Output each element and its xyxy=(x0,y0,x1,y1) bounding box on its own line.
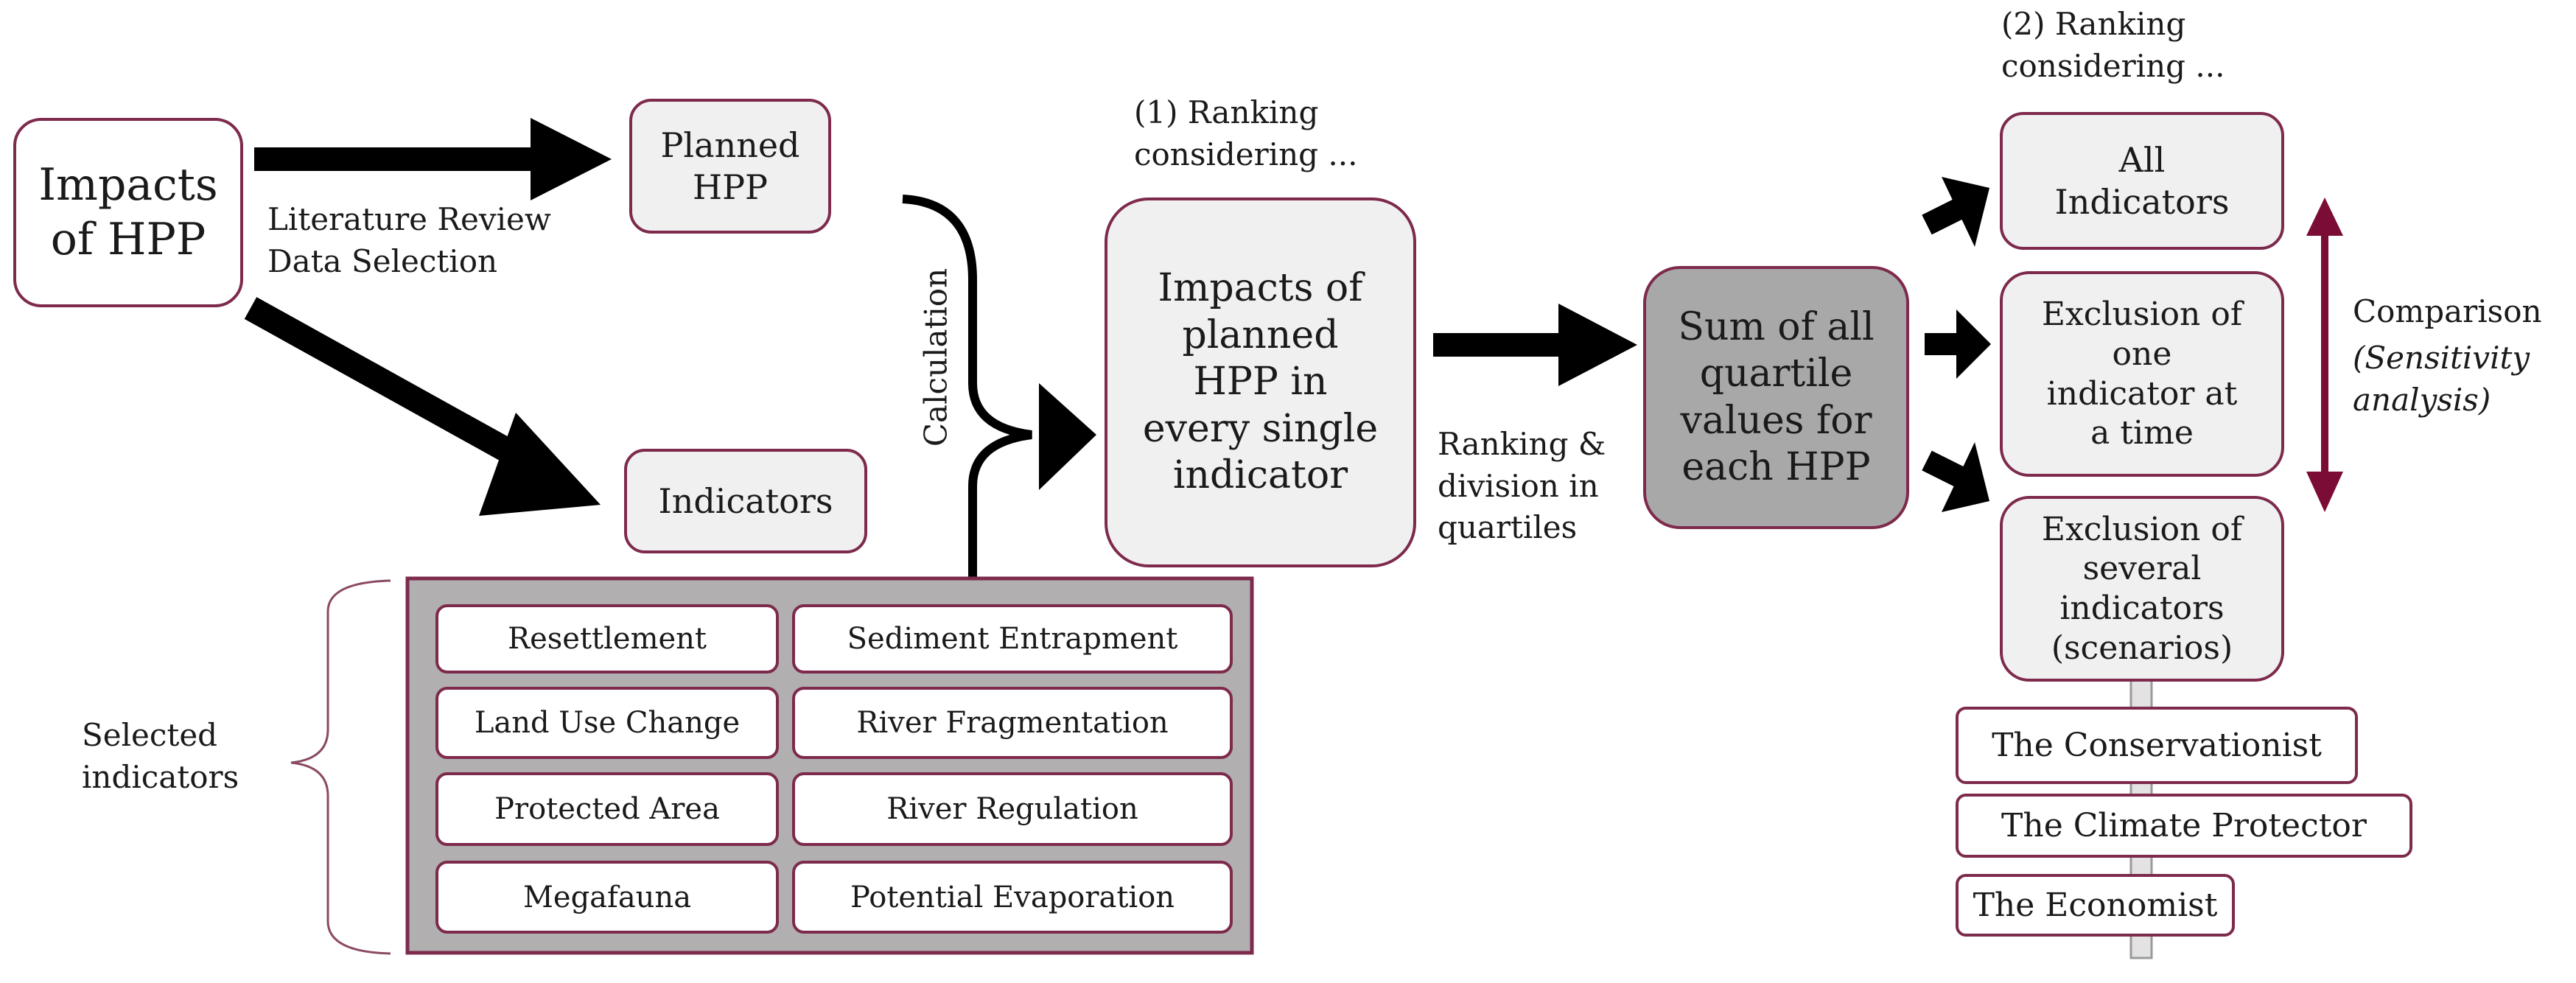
node-indicators: Indicators xyxy=(624,449,867,553)
indicator-potential-evaporation: Potential Evaporation xyxy=(792,861,1233,934)
label-ranking-2: (2) Ranking considering ... xyxy=(2001,6,2225,84)
arrow-to-exclusion-one xyxy=(1925,309,1991,379)
indicator-river-regulation: River Regulation xyxy=(792,772,1233,846)
node-exclusion-one: Exclusion of one indicator at a time xyxy=(2000,271,2284,477)
arrow-to-impacts-planned xyxy=(1039,383,1096,490)
scenario-climate-protector: The Climate Protector xyxy=(1956,794,2412,858)
indicator-resettlement: Resettlement xyxy=(435,604,779,674)
label-selected-indicators: Selected indicators xyxy=(82,717,239,795)
indicator-river-fragmentation: River Fragmentation xyxy=(792,687,1233,759)
node-exclusion-several: Exclusion of several indicators (scenari… xyxy=(2000,496,2284,682)
label-literature-review: Literature Review Data Selection xyxy=(267,201,551,279)
arrow-to-all-indicators xyxy=(1922,177,1989,247)
scenario-economist: The Economist xyxy=(1956,874,2235,937)
node-all-indicators: All Indicators xyxy=(2000,112,2284,250)
label-ranking-1: (1) Ranking considering ... xyxy=(1134,94,1358,172)
label-comparison: Comparison xyxy=(2353,293,2542,329)
node-impacts-of-hpp: Impacts of HPP xyxy=(13,118,243,307)
comparison-double-arrow xyxy=(2306,197,2343,512)
label-calculation: Calculation xyxy=(917,267,954,447)
label-sensitivity-analysis: (Sensitivity analysis) xyxy=(2353,340,2530,418)
selected-indicators-brace xyxy=(290,579,391,955)
indicator-megafauna: Megafauna xyxy=(435,861,779,934)
indicator-land-use-change: Land Use Change xyxy=(435,687,779,759)
arrow-to-exclusion-several xyxy=(1922,442,1989,512)
label-ranking-division: Ranking & division in quartiles xyxy=(1438,426,1606,546)
node-planned-hpp: Planned HPP xyxy=(629,99,831,234)
scenario-conservationist: The Conservationist xyxy=(1956,707,2358,784)
indicator-sediment-entrapment: Sediment Entrapment xyxy=(792,604,1233,674)
indicator-protected-area: Protected Area xyxy=(435,772,779,846)
arrow-to-planned-hpp xyxy=(254,118,612,200)
node-impacts-planned: Impacts of planned HPP in every single i… xyxy=(1105,197,1416,567)
arrow-to-sum xyxy=(1433,304,1637,386)
arrow-to-indicators xyxy=(244,297,601,516)
node-sum-quartile: Sum of all quartile values for each HPP xyxy=(1643,266,1909,529)
